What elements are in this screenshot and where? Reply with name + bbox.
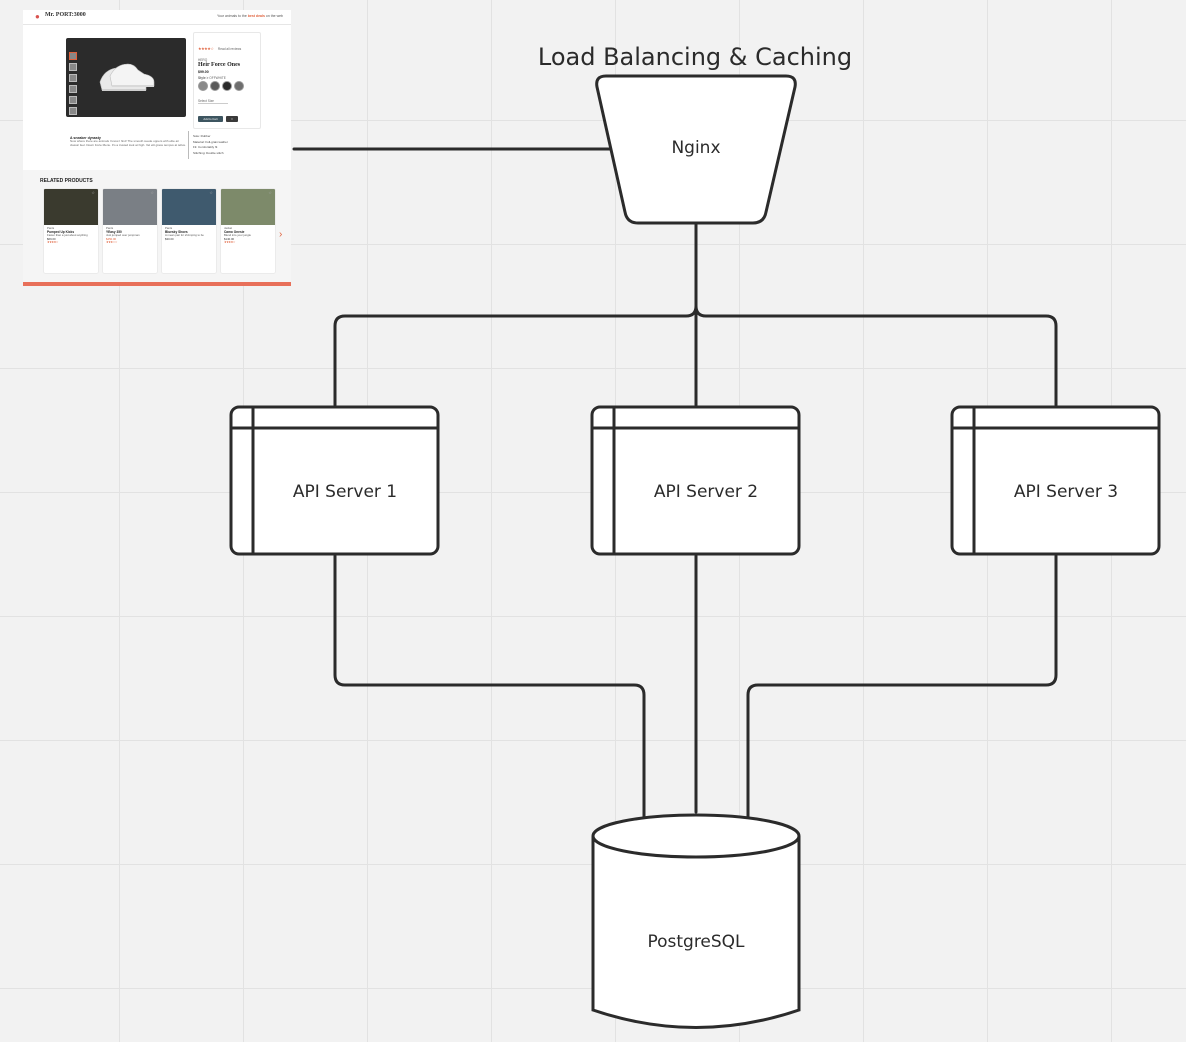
star-icon[interactable]: ☆ bbox=[91, 190, 95, 195]
product-card-category: Pants bbox=[106, 226, 114, 230]
style-label: Style > bbox=[198, 76, 209, 80]
description-body: Now where there are animals I know I fin… bbox=[70, 139, 186, 147]
product-card-name: Pumped Up Kicks bbox=[47, 229, 75, 234]
thumbnail[interactable] bbox=[69, 96, 77, 104]
product-card-price: $30.00 bbox=[165, 236, 174, 241]
api-server-2-label: API Server 2 bbox=[654, 482, 758, 502]
product-description: A sneaker dynasty Now where there are an… bbox=[70, 136, 188, 147]
thumbnail[interactable] bbox=[69, 63, 77, 71]
feature-item: Material: Full-grain leather bbox=[193, 139, 228, 144]
feature-item: Sole: Rubber bbox=[193, 134, 211, 138]
product-category: HERO bbox=[198, 58, 208, 62]
thumbnail[interactable] bbox=[69, 74, 77, 82]
announcement-suffix: on the web bbox=[265, 14, 283, 18]
style-swatch[interactable] bbox=[222, 81, 232, 91]
api-server-3[interactable]: API Server 3 bbox=[950, 405, 1161, 556]
style-swatches bbox=[198, 81, 258, 91]
postgresql-node[interactable]: PostgreSQL bbox=[591, 813, 801, 1029]
thumbnail[interactable] bbox=[69, 85, 77, 93]
api-server-1[interactable]: API Server 1 bbox=[229, 405, 440, 556]
thumbnail-list bbox=[69, 52, 77, 117]
thumbnail[interactable] bbox=[69, 52, 77, 60]
api-server-3-label: API Server 3 bbox=[1014, 482, 1118, 502]
main-product-image[interactable] bbox=[96, 56, 156, 98]
related-products-title: RELATED PRODUCTS bbox=[40, 178, 93, 184]
product-price: $99.00 bbox=[198, 70, 209, 74]
description-heading: A sneaker dynasty bbox=[70, 136, 101, 140]
favorite-button[interactable]: ☆ bbox=[226, 116, 238, 122]
announcement-banner: Your animals to the best deals on the we… bbox=[217, 14, 283, 18]
brand-logo-icon: ● bbox=[35, 12, 40, 21]
product-name: Heir Force Ones bbox=[198, 62, 241, 68]
thumbnail[interactable] bbox=[69, 107, 77, 115]
product-card-desc: Faster than a just about anything bbox=[47, 233, 88, 237]
app-screenshot: ● Mr. PORT:3000 Your animals to the best… bbox=[23, 10, 291, 286]
product-card-name: Camo Onesie bbox=[224, 229, 245, 234]
connector-api-1-db bbox=[333, 554, 646, 820]
diagram-title: Load Balancing & Caching bbox=[538, 43, 852, 71]
star-icon[interactable]: ☆ bbox=[150, 190, 154, 195]
product-card[interactable]: ☆ Jacket Camo Onesie Blend into your jun… bbox=[221, 189, 275, 273]
product-card[interactable]: ☆ Pants Pumped Up Kicks Faster than a ju… bbox=[44, 189, 98, 273]
size-select[interactable]: Select Size bbox=[198, 99, 228, 104]
nginx-label: Nginx bbox=[671, 138, 720, 158]
nginx-node[interactable]: Nginx bbox=[595, 74, 797, 225]
style-swatch[interactable] bbox=[210, 81, 220, 91]
api-server-2[interactable]: API Server 2 bbox=[590, 405, 801, 556]
product-card-image[interactable] bbox=[103, 189, 157, 225]
product-gallery: ⌄ bbox=[66, 38, 186, 117]
product-card[interactable]: ☆ Pants Bluesky Shoes A mean pair for sh… bbox=[162, 189, 216, 273]
style-swatch[interactable] bbox=[234, 81, 244, 91]
announcement-prefix: Your animals to the bbox=[216, 14, 247, 18]
product-card-desc: A mean pair for shrimping to be bbox=[165, 233, 204, 237]
connector-api-3-db bbox=[746, 554, 1058, 820]
product-card-category: Jacket bbox=[224, 226, 233, 230]
product-card-name: Bluesky Shoes bbox=[165, 229, 188, 234]
product-card-stars: ★★★★☆ bbox=[224, 240, 235, 244]
product-card-category: Pants bbox=[47, 226, 55, 230]
product-card-desc: Blend into your jungle bbox=[224, 233, 251, 237]
api-server-1-label: API Server 1 bbox=[293, 482, 397, 502]
product-card-stars: ★★★☆☆ bbox=[106, 240, 117, 244]
announcement-highlight[interactable]: best deals bbox=[247, 14, 265, 18]
reviews-link[interactable]: Read all reviews bbox=[217, 47, 242, 51]
rating-stars: ★★★★☆ bbox=[198, 46, 214, 51]
product-card-image[interactable] bbox=[221, 189, 275, 225]
add-to-cart-button[interactable]: Add to Cart bbox=[198, 116, 223, 122]
product-card-category: Pants bbox=[165, 226, 173, 230]
product-card-image[interactable] bbox=[44, 189, 98, 225]
feature-item: Stitching: Double stitch bbox=[193, 150, 224, 155]
product-card[interactable]: ☆ Pants YEasy 350 Just jumped over jumpm… bbox=[103, 189, 157, 273]
product-card-stars: ★★★★☆ bbox=[47, 240, 58, 244]
product-card-price: $450.00 bbox=[106, 236, 117, 241]
product-card-image[interactable] bbox=[162, 189, 216, 225]
style-value: OFFWHITE bbox=[209, 76, 226, 80]
product-card-price: $140.00 bbox=[224, 236, 235, 241]
chevron-right-icon[interactable]: › bbox=[279, 229, 283, 240]
product-card-desc: Just jumped over jumpman bbox=[106, 233, 140, 237]
footer-bar bbox=[23, 282, 291, 286]
connector-nginx-api-1 bbox=[333, 304, 698, 407]
product-info-card: ★★★★☆ Read all reviews HERO Heir Force O… bbox=[193, 32, 261, 129]
style-swatch[interactable] bbox=[198, 81, 208, 91]
divider bbox=[188, 131, 189, 159]
product-card-name: YEasy 350 bbox=[106, 229, 122, 234]
product-card-price: $69.00 bbox=[47, 236, 56, 241]
star-icon[interactable]: ☆ bbox=[209, 190, 213, 195]
postgresql-label: PostgreSQL bbox=[647, 932, 745, 952]
star-icon[interactable]: ☆ bbox=[268, 190, 272, 195]
site-header: ● Mr. PORT:3000 Your animals to the best… bbox=[23, 10, 291, 25]
brand-name[interactable]: Mr. PORT:3000 bbox=[45, 12, 86, 18]
feature-list: Sole: Rubber Material: Full-grain leathe… bbox=[193, 134, 228, 156]
feature-item: Fit: Comfortably fit bbox=[193, 145, 218, 150]
related-products: RELATED PRODUCTS ☆ Pants Pumped Up Kicks… bbox=[23, 170, 291, 282]
connector-nginx-api-3 bbox=[694, 304, 1058, 407]
